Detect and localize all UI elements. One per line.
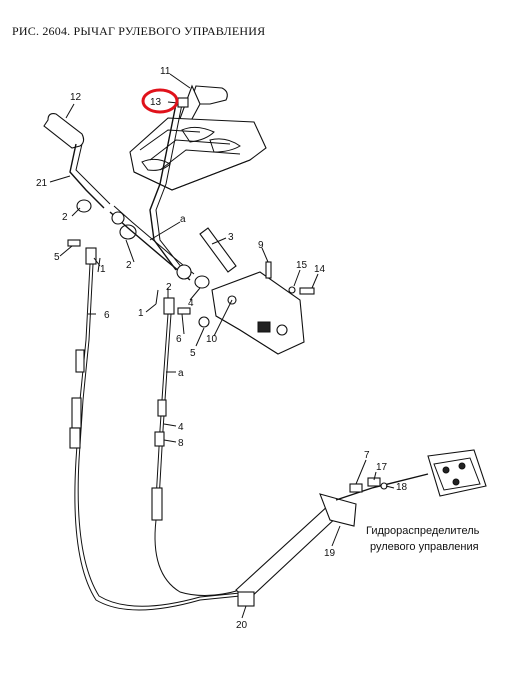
callout-8: 4 <box>178 422 184 433</box>
callout-6b: 1 <box>138 308 144 319</box>
cover-plate <box>129 117 267 191</box>
steering-valve <box>427 449 487 497</box>
callout-20: 19 <box>324 548 336 559</box>
lever-20 <box>235 493 357 607</box>
bushing-2-right <box>194 275 210 289</box>
bolt-14 <box>299 287 315 295</box>
callout-16: 20 <box>236 620 248 631</box>
callout-14: 14 <box>314 264 326 275</box>
callout-10: 5 <box>190 348 196 359</box>
callout-5b: 6 <box>176 334 182 345</box>
bolt-5-right <box>177 307 191 315</box>
callout-18: 17 <box>376 462 388 473</box>
bolt-9 <box>265 261 272 279</box>
callout-4a: 6 <box>104 310 110 321</box>
bushing-2-mid <box>119 224 137 240</box>
highlight-ring <box>141 88 179 114</box>
caption-line-1: Гидрораспределитель <box>366 525 480 537</box>
callout-a2: 10 <box>206 334 218 345</box>
callout-1b: 2 <box>166 282 172 293</box>
bolt-5-left <box>67 239 81 247</box>
callout-11: 11 <box>160 66 171 77</box>
callout-2a: 2 <box>62 212 68 223</box>
callout-7: 8 <box>178 438 184 449</box>
figure-title: РИС. 2604. РЫЧАГ РУЛЕВОГО УПРАВЛЕНИЯ <box>12 24 266 38</box>
bushing-13 <box>177 97 189 108</box>
lever-12 <box>43 113 111 209</box>
cable-loop <box>74 459 241 611</box>
lever-shaft <box>149 103 177 271</box>
clevis-1-left <box>85 247 97 265</box>
callout-17: 7 <box>364 450 370 461</box>
callout-21: 21 <box>36 178 48 189</box>
washer-15 <box>288 286 296 294</box>
callout-5a: 5 <box>54 252 60 263</box>
callout-19: 18 <box>396 482 408 493</box>
callout-2c: 4 <box>188 298 194 309</box>
bushing-2-left <box>76 199 92 213</box>
clevis-1-right <box>163 297 175 315</box>
callout-13: 13 <box>150 97 162 108</box>
callout-12: 12 <box>70 92 82 103</box>
callout-3: 3 <box>228 232 234 243</box>
callout-1a: 1 <box>100 264 106 275</box>
callout-4b: a <box>178 368 184 379</box>
callout-9: 9 <box>258 240 264 251</box>
link-17 <box>349 483 363 493</box>
callout-a1: a <box>180 214 186 225</box>
cable-4-left <box>69 263 94 461</box>
shaft-3 <box>199 227 237 273</box>
cable-4-right <box>151 313 172 521</box>
callout-2b: 2 <box>126 260 132 271</box>
callout-labels: 12 11 13 21 2 a 3 9 15 14 5 1 2 6 4 2 1 … <box>36 66 408 631</box>
caption-line-2: рулевого управления <box>370 541 479 553</box>
callout-15: 15 <box>296 260 308 271</box>
nut-10 <box>198 316 210 328</box>
leader-lines <box>49 73 395 619</box>
